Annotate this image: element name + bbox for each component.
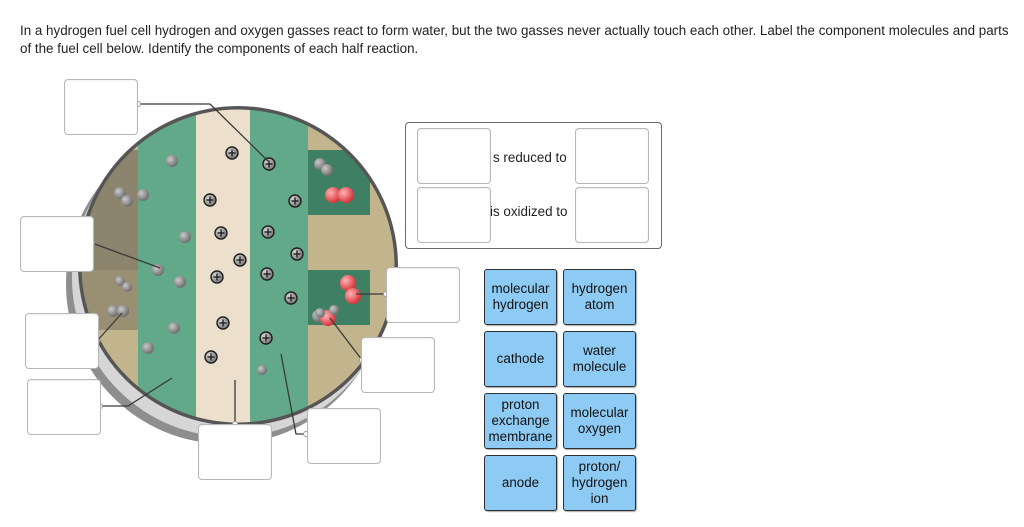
hydrogen-atom-icon [321, 164, 333, 176]
leader-line [280, 353, 306, 435]
oxygen-molecules [315, 187, 361, 326]
plus-circle-icon [214, 226, 228, 240]
leader-line [96, 312, 123, 342]
plus-circle-icon [261, 225, 275, 239]
label-cathode[interactable]: cathode [484, 331, 557, 387]
hydrogen-molecule-icon [115, 276, 125, 286]
drop-zone-right-lower[interactable] [361, 337, 435, 393]
drop-zone-bottom-center[interactable] [198, 424, 272, 480]
plus-circle-icon [233, 253, 247, 267]
drop-zone-reduced-reactant[interactable] [417, 128, 491, 184]
plus-circle-icon [225, 146, 239, 160]
anode-layer [138, 108, 196, 424]
label-molecular-hydrogen[interactable]: molecular hydrogen [484, 269, 557, 325]
label-molecular-oxygen[interactable]: molecular oxygen [563, 393, 636, 449]
plus-circle-icon [210, 270, 224, 284]
hydrogen-molecule-icon [114, 187, 126, 199]
drop-zone-left-middle[interactable] [25, 313, 99, 369]
drop-zone-reduced-product[interactable] [575, 128, 649, 184]
reduced-text: s reduced to [493, 150, 567, 165]
water-hydrogen-icon [329, 305, 339, 315]
oxygen-atom-icon [345, 288, 361, 304]
drop-zone-left-upper[interactable] [20, 216, 94, 272]
drop-zone-left-lower[interactable] [27, 379, 101, 435]
label-hydrogen-atom[interactable]: hydrogen atom [563, 269, 636, 325]
label-proton-exchange-membrane[interactable]: proton exchange membrane [484, 393, 557, 449]
label-proton-hydrogen-ion[interactable]: proton/ hydrogen ion [563, 455, 636, 511]
hydrogen-molecule-icon [107, 305, 119, 317]
label-water-molecule[interactable]: water molecule [563, 331, 636, 387]
hydrogen-molecule-icon [117, 305, 129, 317]
hydrogen-atoms [107, 155, 333, 375]
leader-line [100, 377, 173, 407]
plus-circle-icon [203, 193, 217, 207]
leader-lines [91, 103, 386, 435]
hydrogen-atom-icon [152, 264, 164, 276]
drop-zone-oxidized-reactant[interactable] [417, 187, 491, 243]
hydrogen-atom-icon [257, 365, 267, 375]
plus-circle-icon [216, 316, 230, 330]
plus-circle-icon [284, 291, 298, 305]
drop-zone-right-upper[interactable] [386, 267, 460, 323]
oxygen-atom-icon [325, 187, 341, 203]
plus-circle-icon [204, 350, 218, 364]
hydrogen-atom-icon [168, 322, 180, 334]
oxygen-atom-icon [338, 187, 354, 203]
leader-line [91, 242, 161, 269]
membrane-layer [196, 108, 250, 424]
label-anode[interactable]: anode [484, 455, 557, 511]
hydrogen-atom-icon [137, 189, 149, 201]
leader-line [329, 317, 363, 361]
hydrogen-atom-icon [142, 342, 154, 354]
plus-circle-icon [288, 194, 302, 208]
hydrogen-atom-icon [166, 155, 178, 167]
plus-circle-icon [262, 157, 276, 171]
hydrogen-molecule-icon [122, 282, 132, 292]
half-reaction-box: s reduced to is oxidized to [405, 122, 662, 249]
hydrogen-atom-icon [179, 231, 191, 243]
leader-line [138, 103, 270, 163]
hydrogen-atom-icon [174, 276, 186, 288]
water-hydrogen-icon [315, 308, 325, 318]
oxygen-atom-icon [340, 275, 356, 291]
protons [203, 146, 304, 364]
hydrogen-molecule-icon [121, 195, 133, 207]
plus-circle-icon [260, 267, 274, 281]
oxidized-text: is oxidized to [490, 204, 568, 219]
instructions: In a hydrogen fuel cell hydrogen and oxy… [20, 23, 1009, 56]
drop-zone-top[interactable] [64, 79, 138, 135]
drop-zone-oxidized-product[interactable] [575, 187, 649, 243]
drop-zone-bottom-right[interactable] [307, 408, 381, 464]
plus-circle-icon [290, 247, 304, 261]
plus-circle-icon [259, 331, 273, 345]
